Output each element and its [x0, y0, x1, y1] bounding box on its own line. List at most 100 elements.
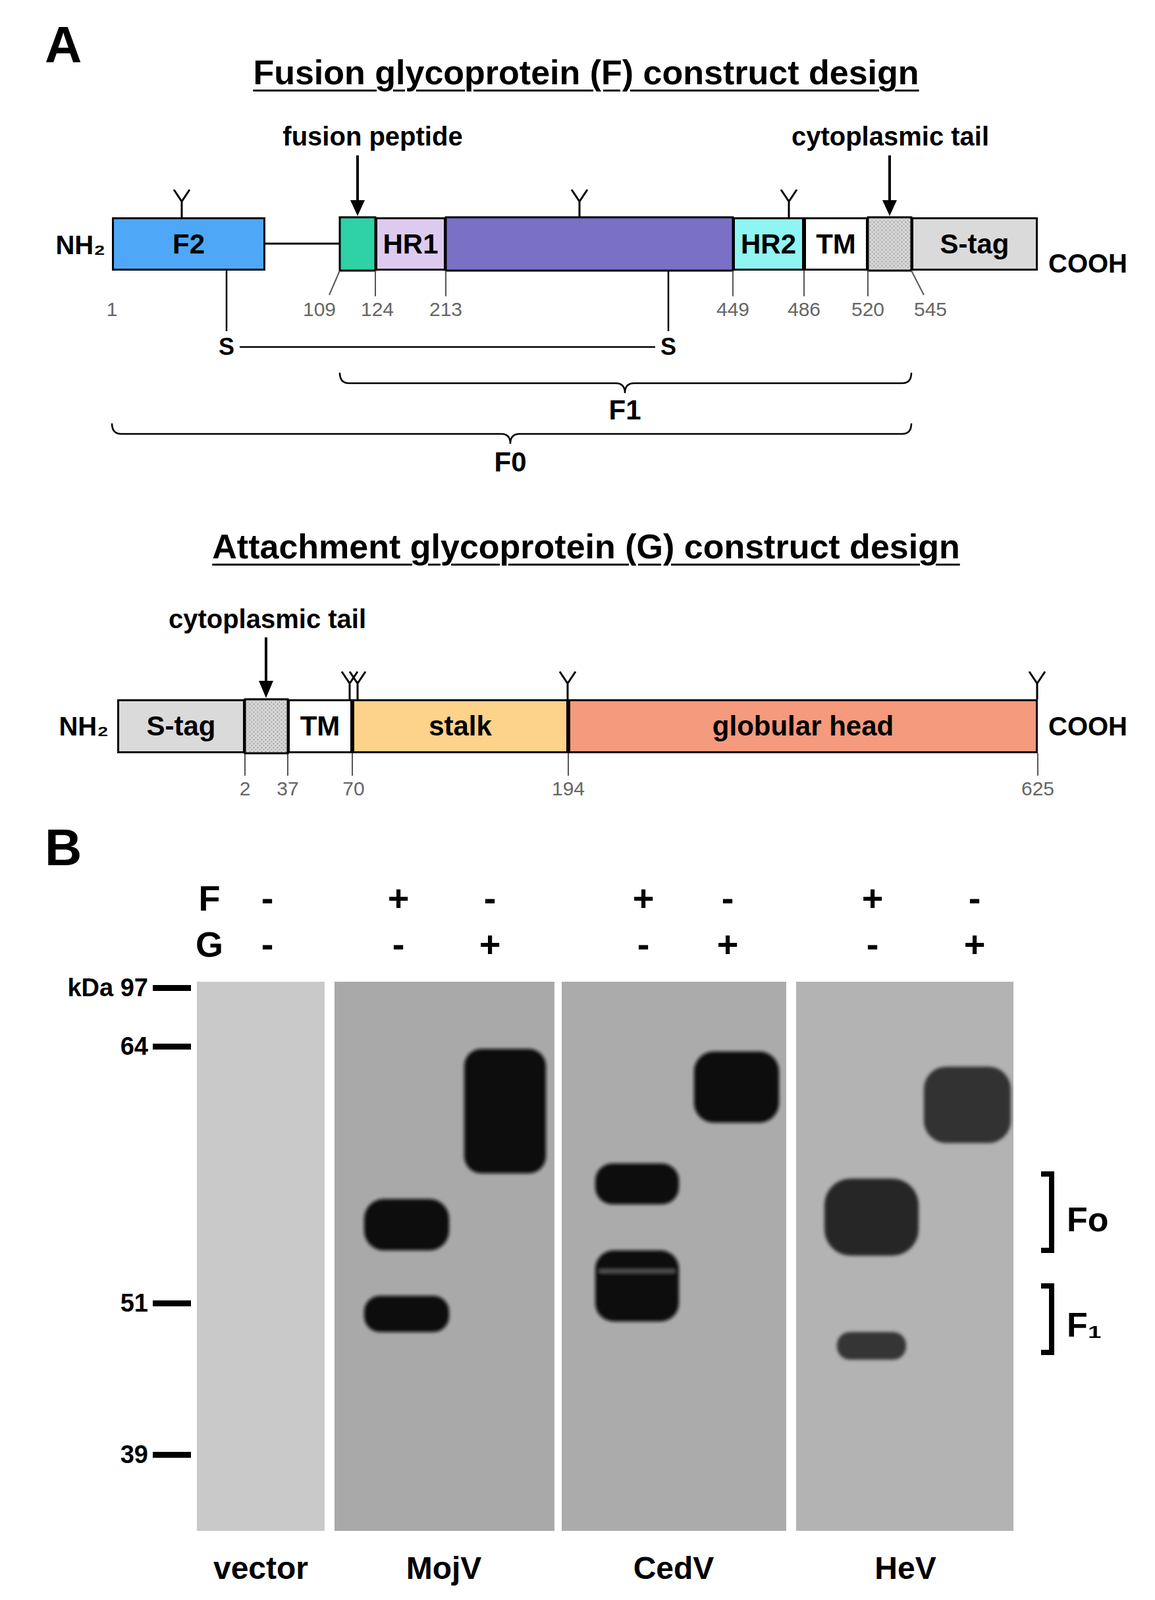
- callout-label: cytoplasmic tail: [168, 605, 367, 633]
- domain-label: F2: [172, 230, 205, 259]
- leader-arrow: [258, 680, 274, 699]
- transfection-sign: +: [861, 879, 884, 917]
- band-bracket: [1041, 1174, 1052, 1353]
- domain-label: stalk: [428, 712, 492, 741]
- row-label: G: [195, 926, 224, 963]
- residue-tick: [803, 270, 805, 297]
- domain-label: TM: [815, 230, 857, 259]
- gel-band: [824, 1178, 919, 1256]
- marker-tick: [152, 985, 191, 992]
- glycosylation-mark: [1029, 671, 1046, 700]
- callout-label: fusion peptide: [282, 123, 463, 150]
- panel-letter: B: [44, 821, 82, 874]
- span-bracket: [111, 372, 912, 444]
- transfection-sign: -: [261, 925, 274, 963]
- band-label: F₁: [1066, 1307, 1102, 1343]
- gel-band: [595, 1163, 679, 1205]
- residue-tick: [329, 270, 340, 296]
- gel-band: [599, 1269, 675, 1273]
- gel-band: [595, 1250, 679, 1322]
- lane-label: MojV: [406, 1552, 483, 1585]
- residue-tick: [732, 270, 734, 297]
- residue-tick: [445, 270, 447, 297]
- gel-band: [364, 1295, 450, 1333]
- g-construct-bar: [244, 699, 288, 754]
- transfection-sign: -: [637, 925, 650, 963]
- leader-arrow: [888, 155, 891, 202]
- tag-box: S-tag: [911, 217, 1038, 271]
- residue-tick: [374, 270, 377, 297]
- f-construct-bar: [445, 217, 733, 271]
- gel-band: [464, 1048, 546, 1174]
- marker-tick: [152, 1451, 191, 1458]
- leader-arrow: [350, 200, 365, 216]
- domain-label: TM: [300, 712, 341, 741]
- cysteine-label: S: [660, 335, 677, 359]
- span-bracket: [339, 372, 912, 394]
- glycosylation-mark: [349, 671, 366, 700]
- band-bracket: [1041, 1174, 1052, 1251]
- gel-panel: [196, 981, 1014, 1532]
- glycosylation-mark: [173, 189, 190, 218]
- span-bracket: [111, 423, 912, 444]
- row-label: F: [198, 880, 221, 916]
- transfection-sign: +: [387, 879, 410, 917]
- section-title: Fusion glycoprotein (F) construct design: [252, 55, 919, 97]
- band-bracket: [1041, 1286, 1052, 1353]
- lane-label: HeV: [874, 1552, 936, 1585]
- transfection-sign: -: [261, 879, 274, 917]
- gel-panel: [334, 981, 555, 1532]
- terminus-label: COOH: [1048, 250, 1128, 277]
- marker-tick: [152, 1300, 191, 1307]
- gel-band: [364, 1199, 450, 1251]
- leader-arrow: [882, 200, 897, 216]
- residue-number: 449: [716, 299, 750, 320]
- domain-label: globular head: [712, 712, 894, 741]
- f-construct-bar: [265, 217, 912, 271]
- residue-number: 194: [551, 778, 585, 799]
- terminus-label: NH₂: [58, 713, 109, 740]
- transfection-sign: +: [632, 879, 655, 917]
- glycosylation-mark: [559, 671, 576, 700]
- marker-label: 51: [120, 1290, 149, 1316]
- residue-number: 545: [913, 299, 947, 320]
- transfection-sign: +: [479, 925, 502, 963]
- tag-box: S-tag: [117, 699, 245, 754]
- domain-box: TM: [804, 217, 868, 271]
- residue-number: 520: [851, 299, 885, 320]
- lane-label: vector: [213, 1552, 309, 1585]
- f-construct-bar: [265, 242, 340, 245]
- domain-label: HR1: [382, 230, 438, 259]
- terminus-label: NH₂: [55, 231, 106, 259]
- gel-band: [923, 1066, 1011, 1144]
- panel-letter: A: [44, 19, 82, 71]
- leader-arrow: [356, 155, 359, 202]
- glycosylation-mark: [571, 189, 588, 218]
- residue-number: 70: [342, 778, 365, 799]
- g-construct-bar: [244, 699, 288, 754]
- gel-panel: [196, 981, 325, 1532]
- residue-tick: [1037, 753, 1039, 776]
- section-title: Attachment glycoprotein (G) construct de…: [212, 529, 960, 571]
- disulfide-bond: [226, 270, 669, 348]
- transfection-sign: -: [721, 879, 735, 917]
- domain-box: F2: [111, 217, 266, 271]
- marker-tick: [152, 985, 191, 1458]
- gel-band: [364, 1048, 1011, 1360]
- band-label: Fo: [1066, 1202, 1109, 1237]
- residue-number: 2: [239, 778, 251, 799]
- residue-number: 213: [429, 299, 463, 320]
- subunit-label: F0: [493, 448, 527, 477]
- domain-box: HR2: [732, 217, 805, 271]
- marker-label: 39: [120, 1442, 149, 1468]
- transfection-sign: +: [964, 925, 986, 963]
- domain-label: S-tag: [940, 230, 1010, 259]
- transfection-sign: -: [968, 879, 982, 917]
- gel-band: [836, 1332, 907, 1360]
- residue-tick: [244, 753, 246, 776]
- subunit-label: F1: [608, 396, 641, 425]
- callout-label: cytoplasmic tail: [791, 123, 990, 150]
- residue-number: 37: [276, 778, 299, 799]
- domain-box: HR1: [375, 217, 446, 271]
- marker-tick: [152, 1043, 191, 1050]
